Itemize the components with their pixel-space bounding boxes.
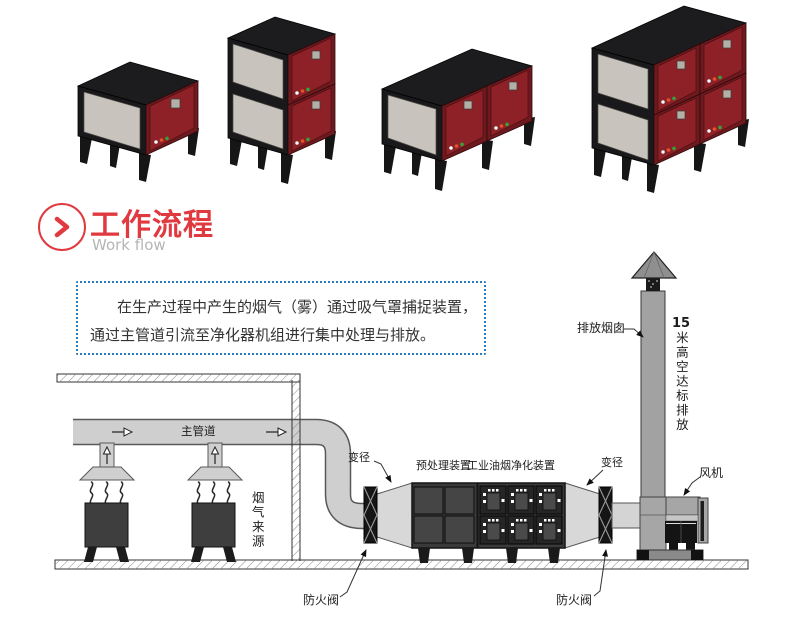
chevron-circle-icon <box>38 203 86 251</box>
fan-label: 风机 <box>699 466 724 480</box>
intro-line-1: 在生产过程中产生的烟气（雾）通过吸气罩捕捉装置， <box>117 298 478 316</box>
reducer-left-label: 变径 <box>348 451 370 464</box>
leader-lines <box>339 328 701 598</box>
stove <box>84 502 129 562</box>
fan <box>611 496 709 561</box>
section-subtitle: Work flow <box>92 236 166 254</box>
stack-height-text: 米高空达标排放 <box>673 331 689 433</box>
fire-valve-left-label: 防火阀 <box>303 593 340 607</box>
wall <box>291 380 301 561</box>
reducer-left <box>376 482 413 549</box>
product-image-3 <box>380 48 535 191</box>
intro-line-2: 通过主管道引流至净化器机组进行集中处理与排放。 <box>90 325 436 344</box>
ceiling <box>56 373 301 383</box>
capture-hood <box>186 442 244 481</box>
fire-valve-right <box>598 486 613 544</box>
fire-valve-right-label: 防火阀 <box>556 593 593 607</box>
chimney-cap <box>630 251 678 279</box>
fire-valve-left <box>363 486 378 544</box>
section-title: 工作流程 <box>90 208 214 243</box>
product-image-4 <box>590 5 749 193</box>
main-duct-label: 主管道 <box>181 424 216 438</box>
chimney-label: 排放烟囱 <box>577 321 626 335</box>
intro-box: 在生产过程中产生的烟气（雾）通过吸气罩捕捉装置， 通过主管道引流至净化器机组进行… <box>76 281 486 355</box>
capture-hood <box>78 442 136 481</box>
purifier-unit <box>376 482 601 563</box>
ground <box>54 559 749 570</box>
product-image-1 <box>76 61 200 182</box>
product-image-2 <box>226 16 337 184</box>
stack-height-number: 15 <box>672 316 691 331</box>
smoke-source-label: 烟气来源 <box>249 491 265 549</box>
smoke-lines <box>89 481 231 505</box>
purifier-label: 工业油烟净化装置 <box>467 459 555 472</box>
chimney <box>630 251 678 498</box>
stack-height-note: 15 米高空达标排放 <box>672 316 691 436</box>
reducer-right-label: 变径 <box>601 456 623 469</box>
chevron-right-icon <box>54 216 70 238</box>
reducer-right <box>564 482 601 549</box>
main-duct <box>73 418 368 530</box>
pretreatment-label: 预处理装置 <box>416 459 471 472</box>
stove <box>191 502 236 562</box>
